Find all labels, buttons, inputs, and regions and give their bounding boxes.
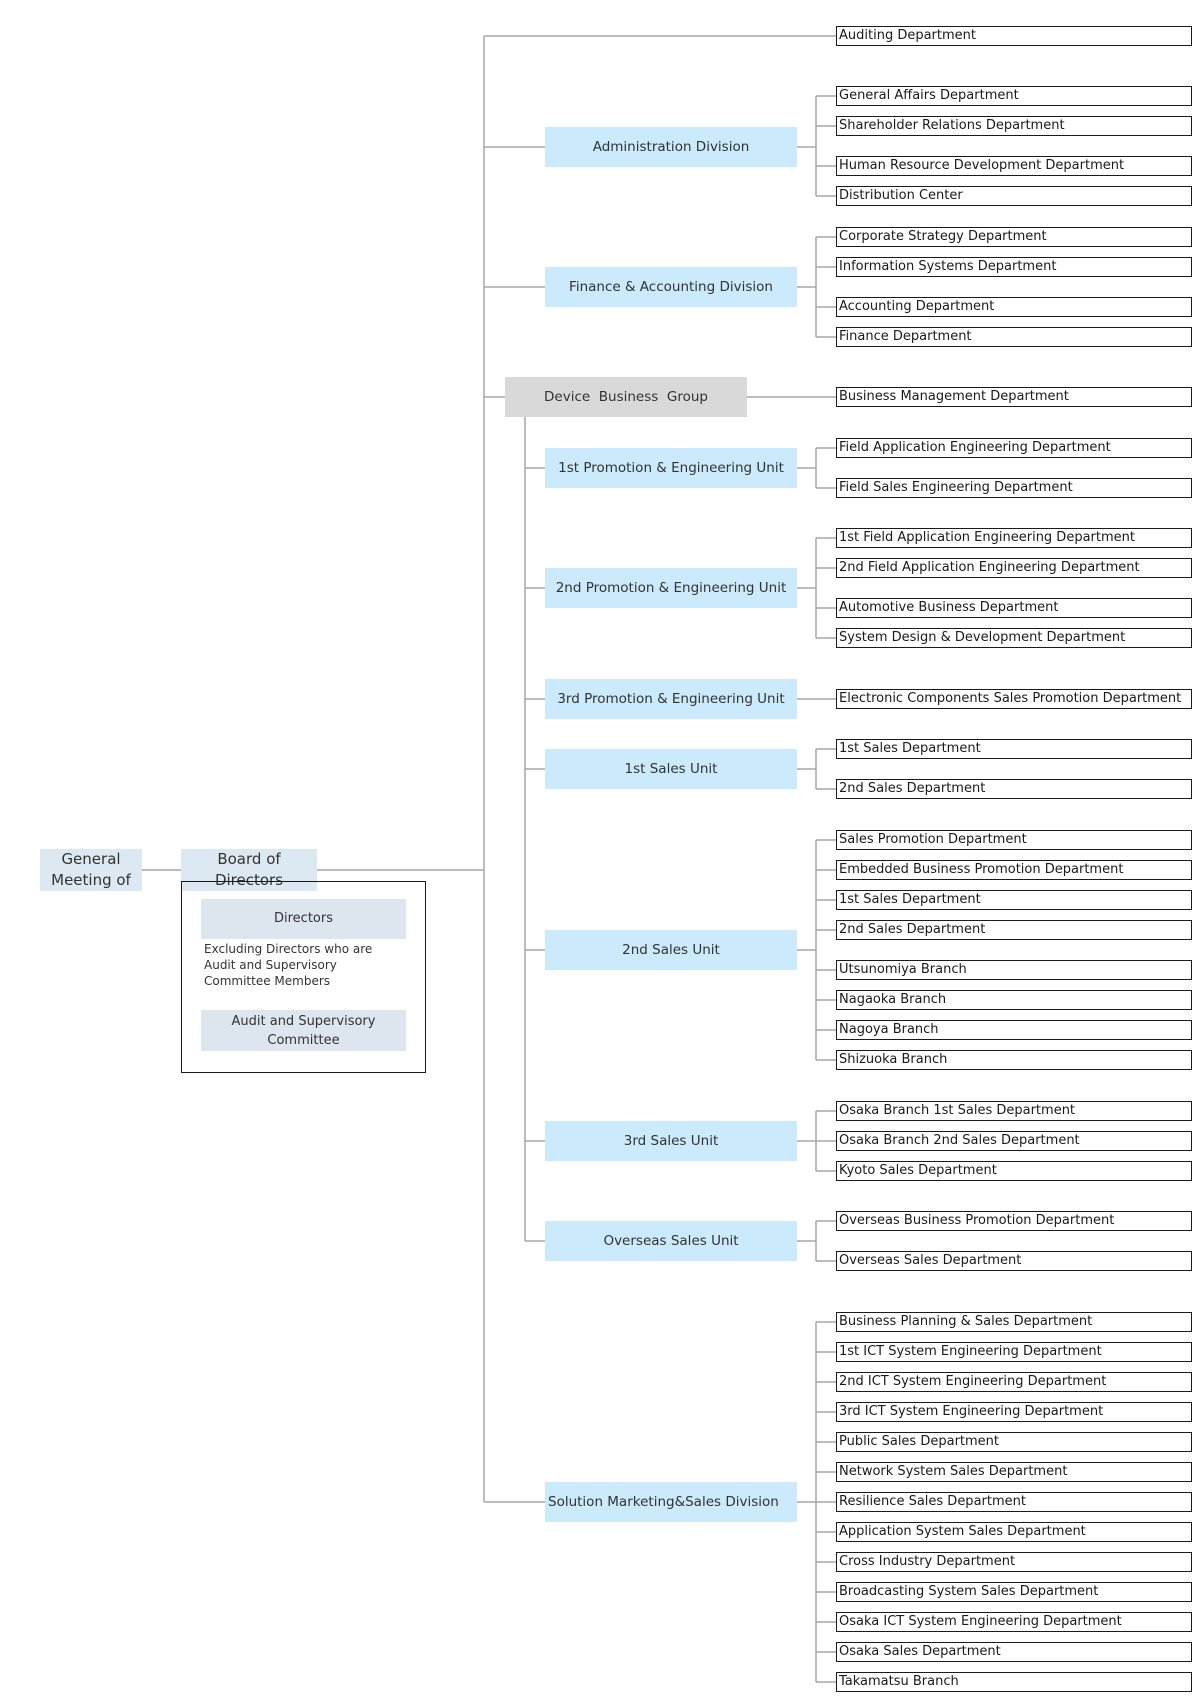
dept-sales2: Nagoya Branch bbox=[836, 1020, 1192, 1040]
unit-overseas: Overseas Sales Unit bbox=[545, 1221, 797, 1261]
dept-finance: Finance Department bbox=[836, 327, 1192, 347]
dept-sales2: Shizuoka Branch bbox=[836, 1050, 1192, 1070]
dept-promo1: Field Sales Engineering Department bbox=[836, 478, 1192, 498]
unit-sales2: 2nd Sales Unit bbox=[545, 930, 797, 970]
unit-promo3-label: 3rd Promotion & Engineering Unit bbox=[557, 691, 785, 707]
unit-solution-label: Solution Marketing&Sales Division bbox=[548, 1494, 779, 1510]
dept-solution: Application System Sales Department bbox=[836, 1522, 1192, 1542]
board-frame bbox=[181, 881, 426, 1073]
unit-promo1: 1st Promotion & Engineering Unit bbox=[545, 448, 797, 488]
unit-finance-label: Finance & Accounting Division bbox=[569, 279, 773, 295]
dept-solution: Business Planning & Sales Department bbox=[836, 1312, 1192, 1332]
dept-solution: Osaka ICT System Engineering Department bbox=[836, 1612, 1192, 1632]
dept-sales2: Utsunomiya Branch bbox=[836, 960, 1192, 980]
dept-finance: Information Systems Department bbox=[836, 257, 1192, 277]
dept-sales1: 1st Sales Department bbox=[836, 739, 1192, 759]
dept-finance: Accounting Department bbox=[836, 297, 1192, 317]
dept-promo2: Automotive Business Department bbox=[836, 598, 1192, 618]
unit-promo1-label: 1st Promotion & Engineering Unit bbox=[558, 460, 784, 476]
audit-committee-box: Audit and Supervisory Committee bbox=[201, 1010, 406, 1051]
dept-solution: Network System Sales Department bbox=[836, 1462, 1192, 1482]
unit-promo2: 2nd Promotion & Engineering Unit bbox=[545, 568, 797, 608]
dept-admin: Distribution Center bbox=[836, 186, 1192, 206]
dept-promo2: 1st Field Application Engineering Depart… bbox=[836, 528, 1192, 548]
dept-solution: Cross Industry Department bbox=[836, 1552, 1192, 1572]
dept-solution: Resilience Sales Department bbox=[836, 1492, 1192, 1512]
dept-promo2: System Design & Development Department bbox=[836, 628, 1192, 648]
dept-sales2: Sales Promotion Department bbox=[836, 830, 1192, 850]
dept-device-group: Business Management Department bbox=[836, 387, 1192, 407]
directors-box: Directors bbox=[201, 899, 406, 939]
unit-administration: Administration Division bbox=[545, 127, 797, 167]
dept-sales2: 1st Sales Department bbox=[836, 890, 1192, 910]
unit-administration-label: Administration Division bbox=[592, 139, 750, 155]
dept-overseas: Overseas Sales Department bbox=[836, 1251, 1192, 1271]
unit-finance: Finance & Accounting Division bbox=[545, 267, 797, 307]
dept-sales2: Nagaoka Branch bbox=[836, 990, 1192, 1010]
dept-solution: Osaka Sales Department bbox=[836, 1642, 1192, 1662]
unit-promo2-label: 2nd Promotion & Engineering Unit bbox=[555, 580, 787, 596]
dept-finance: Corporate Strategy Department bbox=[836, 227, 1192, 247]
dept-solution: Public Sales Department bbox=[836, 1432, 1192, 1452]
device-business-group-label: Device Business Group bbox=[544, 389, 708, 405]
board-of-directors-box: Board of Directors bbox=[181, 849, 317, 891]
unit-sales1: 1st Sales Unit bbox=[545, 749, 797, 789]
dept-auditing: Auditing Department bbox=[836, 26, 1192, 46]
unit-sales2-label: 2nd Sales Unit bbox=[622, 942, 720, 958]
dept-solution: 1st ICT System Engineering Department bbox=[836, 1342, 1192, 1362]
dept-overseas: Overseas Business Promotion Department bbox=[836, 1211, 1192, 1231]
dept-sales2: Embedded Business Promotion Department bbox=[836, 860, 1192, 880]
dept-promo2: 2nd Field Application Engineering Depart… bbox=[836, 558, 1192, 578]
dept-sales3: Osaka Branch 1st Sales Department bbox=[836, 1101, 1192, 1121]
dept-solution: Takamatsu Branch bbox=[836, 1672, 1192, 1692]
dept-admin: Shareholder Relations Department bbox=[836, 116, 1192, 136]
dept-sales3: Kyoto Sales Department bbox=[836, 1161, 1192, 1181]
dept-solution: Broadcasting System Sales Department bbox=[836, 1582, 1192, 1602]
unit-promo3: 3rd Promotion & Engineering Unit bbox=[545, 679, 797, 719]
dept-sales2: 2nd Sales Department bbox=[836, 920, 1192, 940]
directors-note: Excluding Directors who are Audit and Su… bbox=[204, 942, 373, 988]
dept-solution: 3rd ICT System Engineering Department bbox=[836, 1402, 1192, 1422]
dept-promo3: Electronic Components Sales Promotion De… bbox=[836, 689, 1192, 709]
dept-admin: General Affairs Department bbox=[836, 86, 1192, 106]
device-business-group: Device Business Group bbox=[505, 377, 747, 417]
dept-sales3: Osaka Branch 2nd Sales Department bbox=[836, 1131, 1192, 1151]
unit-overseas-label: Overseas Sales Unit bbox=[603, 1233, 739, 1249]
dept-solution: 2nd ICT System Engineering Department bbox=[836, 1372, 1192, 1392]
dept-promo1: Field Application Engineering Department bbox=[836, 438, 1192, 458]
unit-sales3: 3rd Sales Unit bbox=[545, 1121, 797, 1161]
unit-solution: Solution Marketing&Sales Division bbox=[545, 1482, 797, 1522]
dept-admin: Human Resource Development Department bbox=[836, 156, 1192, 176]
unit-sales3-label: 3rd Sales Unit bbox=[623, 1133, 719, 1149]
general-meeting-box: General Meeting of bbox=[40, 849, 142, 891]
dept-sales1: 2nd Sales Department bbox=[836, 779, 1192, 799]
unit-sales1-label: 1st Sales Unit bbox=[624, 761, 718, 777]
